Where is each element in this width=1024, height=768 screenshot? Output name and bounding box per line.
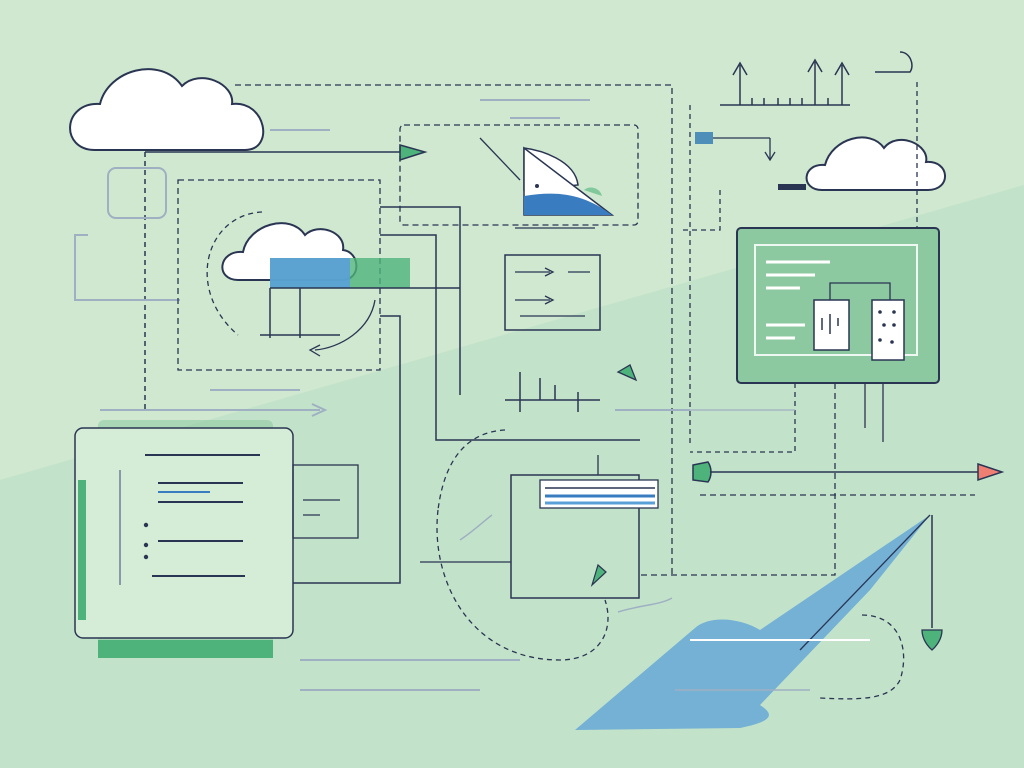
faint-text-lines <box>270 99 590 131</box>
arrow-list-panel <box>504 254 601 331</box>
faint-panel <box>107 167 167 219</box>
dashed-line <box>235 84 673 575</box>
left-bracket <box>74 234 180 301</box>
frame-connectors <box>200 206 640 584</box>
cloud-data-bar <box>260 258 460 338</box>
blue-ramp <box>575 514 943 730</box>
cloud-to-center-connector <box>144 144 428 410</box>
long-arrow <box>692 461 1005 496</box>
triangle-chart <box>479 137 615 229</box>
side-doc <box>292 464 359 539</box>
center-dashed-frame <box>399 124 639 226</box>
loop-arrow <box>206 211 376 357</box>
cloud-frame-dashed <box>177 179 381 371</box>
arrow-head <box>616 364 638 382</box>
bar-axis <box>505 372 600 412</box>
cloud-icon <box>805 136 946 191</box>
document-panel <box>74 403 328 658</box>
monitor-panel <box>736 227 940 384</box>
faint-text-lines <box>210 389 690 691</box>
cloud-connectors <box>680 82 918 445</box>
monitor-connectors <box>640 383 884 576</box>
flow-panel <box>420 429 659 661</box>
cloud-icon <box>69 68 265 151</box>
timeline-axis <box>720 51 913 106</box>
